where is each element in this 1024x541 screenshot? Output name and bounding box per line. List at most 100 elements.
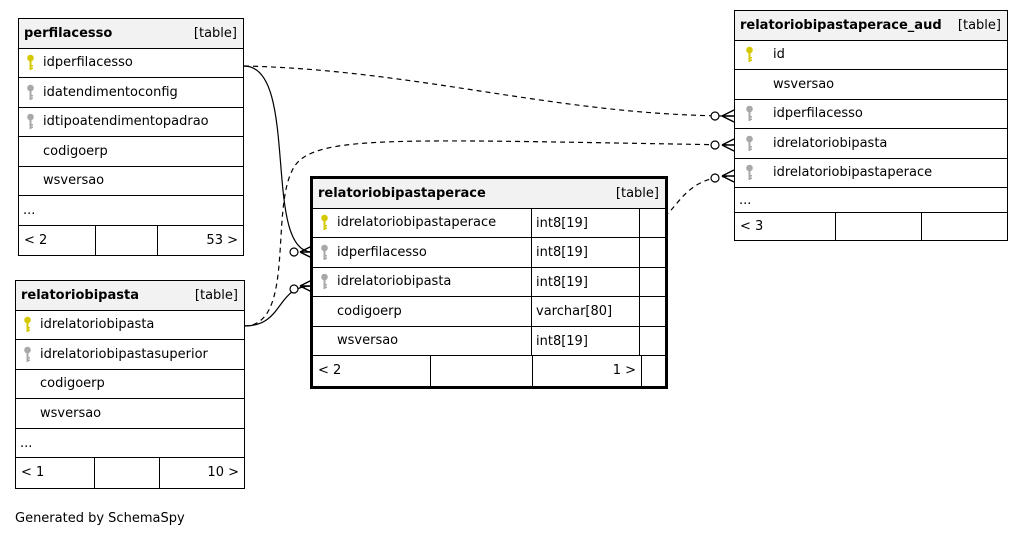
column-type: int8[19] — [531, 208, 639, 237]
fk-end-circle — [710, 173, 720, 183]
column-row[interactable]: idrelatoriobipastaperace int8[19] — [313, 208, 665, 238]
fk-line-bipasta-perace — [243, 285, 313, 327]
more-columns: ... — [16, 429, 244, 458]
column-type: int8[19] — [531, 267, 639, 296]
table-name: relatoriobipastaperace — [318, 186, 486, 201]
fk-line-perfilacesso-perace — [243, 65, 313, 253]
column-name: wsversao — [43, 173, 105, 189]
primary-key-icon — [19, 49, 41, 78]
table-relatoriobipastaperace[interactable]: relatoriobipastaperace [table] idrelator… — [310, 176, 668, 389]
column-name: idperfilacesso — [337, 244, 427, 260]
blank-icon — [313, 327, 335, 356]
footer-gutter — [641, 356, 665, 386]
table-perfilacesso[interactable]: perfilacesso [table] idperfilacesso idate… — [18, 18, 244, 256]
row-gutter — [639, 326, 665, 355]
column-row[interactable]: idperfilacesso — [735, 100, 1007, 129]
foreign-key-icon — [19, 78, 41, 107]
column-row[interactable]: idperfilacesso — [19, 49, 243, 78]
fk-crowfoot — [721, 169, 735, 183]
fk-end-circle — [710, 111, 720, 121]
more-columns: ... — [735, 188, 1007, 213]
table-tag: [table] — [957, 18, 1001, 33]
table-header[interactable]: relatoriobipastaperace_aud [table] — [735, 11, 1007, 41]
column-row[interactable]: codigoerp — [16, 370, 244, 399]
footer-children[interactable] — [922, 213, 1007, 240]
column-name: wsversao — [337, 333, 399, 349]
column-row[interactable]: idrelatoriobipasta int8[19] — [313, 267, 665, 297]
fk-crowfoot — [721, 109, 735, 123]
table-header[interactable]: relatoriobipasta [table] — [16, 281, 244, 311]
row-gutter — [639, 208, 665, 237]
footer-parents[interactable]: < 2 — [313, 356, 431, 386]
fk-line-perfilacesso-aud — [243, 65, 735, 117]
table-tag: [table] — [194, 288, 238, 303]
column-row[interactable]: idrelatoriobipastaperace — [735, 159, 1007, 188]
foreign-key-icon — [735, 100, 763, 129]
column-row[interactable]: idatendimentoconfig — [19, 78, 243, 108]
column-name: idrelatoriobipastaperace — [773, 165, 933, 181]
table-name: perfilacesso — [24, 26, 113, 41]
column-row[interactable]: wsversao — [19, 167, 243, 196]
table-header[interactable]: perfilacesso [table] — [19, 19, 243, 49]
primary-key-icon — [16, 311, 38, 340]
table-relatoriobipastaperace-aud[interactable]: relatoriobipastaperace_aud [table] id wsv… — [734, 10, 1008, 241]
column-row[interactable]: idperfilacesso int8[19] — [313, 238, 665, 268]
foreign-key-icon — [735, 159, 763, 188]
column-name: codigoerp — [40, 376, 105, 392]
row-gutter — [639, 238, 665, 267]
column-name: idperfilacesso — [773, 106, 863, 122]
column-name: idrelatoriobipasta — [40, 317, 155, 333]
footer-parents[interactable]: < 2 — [19, 225, 96, 255]
footer-children[interactable]: 53 > — [206, 232, 238, 248]
footer-children[interactable]: 1 > — [612, 363, 636, 378]
footer-mid — [431, 356, 533, 386]
more-columns: ... — [19, 196, 243, 226]
footer-children[interactable]: 10 > — [207, 465, 239, 480]
row-gutter — [639, 267, 665, 296]
column-name: codigoerp — [337, 303, 402, 319]
footer-mid — [96, 225, 158, 255]
column-row[interactable]: codigoerp — [19, 137, 243, 167]
foreign-key-icon — [19, 108, 41, 137]
foreign-key-icon — [313, 238, 335, 267]
column-name: codigoerp — [43, 143, 108, 159]
column-row[interactable]: idtipoatendimentopadrao — [19, 108, 243, 137]
column-name: idperfilacesso — [43, 55, 133, 71]
footer-parents[interactable]: < 3 — [735, 213, 836, 240]
column-row[interactable]: idrelatoriobipastasuperior — [16, 340, 244, 370]
column-type: int8[19] — [531, 238, 639, 267]
blank-icon — [16, 370, 38, 399]
column-row[interactable]: wsversao int8[19] — [313, 326, 665, 356]
column-name: wsversao — [40, 405, 102, 421]
column-row[interactable]: wsversao — [735, 70, 1007, 100]
blank-icon — [735, 70, 763, 99]
footer-parents[interactable]: < 1 — [16, 458, 95, 488]
foreign-key-icon — [735, 129, 763, 158]
foreign-key-icon — [16, 340, 38, 369]
fk-end-circle — [289, 247, 299, 257]
column-row[interactable]: idrelatoriobipasta — [735, 129, 1007, 159]
column-name: idrelatoriobipastaperace — [337, 215, 497, 231]
column-row[interactable]: idrelatoriobipasta — [16, 311, 244, 340]
column-row[interactable]: id — [735, 41, 1007, 70]
table-tag: [table] — [615, 186, 659, 201]
fk-crowfoot — [721, 138, 735, 152]
column-name: wsversao — [773, 76, 835, 92]
fk-end-circle — [710, 140, 720, 150]
column-name: id — [773, 47, 785, 63]
table-footer: < 1 10 > — [16, 458, 244, 488]
blank-icon — [313, 297, 335, 326]
column-name: idrelatoriobipasta — [337, 274, 452, 290]
fk-end-circle — [289, 284, 299, 294]
column-name: idtipoatendimentopadrao — [43, 114, 209, 130]
table-relatoriobipasta[interactable]: relatoriobipasta [table] idrelatoriobipa… — [15, 280, 245, 489]
column-row[interactable]: wsversao — [16, 399, 244, 429]
column-name: idatendimentoconfig — [43, 84, 178, 100]
row-gutter — [639, 297, 665, 326]
column-type: int8[19] — [531, 326, 639, 355]
blank-icon — [16, 399, 38, 428]
generated-by-credit: Generated by SchemaSpy — [15, 511, 185, 526]
table-header[interactable]: relatoriobipastaperace [table] — [313, 179, 665, 209]
foreign-key-icon — [313, 268, 335, 297]
